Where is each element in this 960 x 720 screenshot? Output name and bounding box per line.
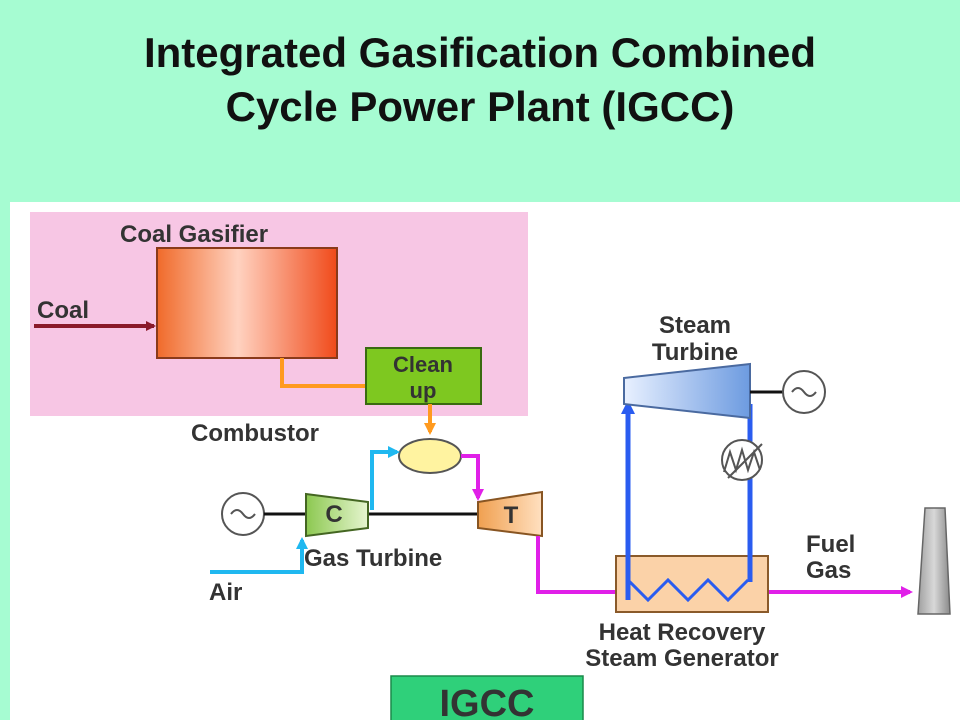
title-line-1: Integrated Gasification Combined [143,29,817,76]
air-label: Air [209,579,242,606]
steam-turbine [623,362,751,420]
hrsg-coil [626,577,750,603]
combustor [398,438,462,474]
title-line-2: Cycle Power Plant (IGCC) [225,83,735,130]
compressed-air-line [370,446,400,510]
steam-turbine-label-line1: Steam [659,312,731,339]
igcc-badge-label: IGCC [440,683,535,720]
coal-input-label: Coal [37,297,89,324]
gas-turbine-label: Gas Turbine [304,545,442,572]
generator-icon [230,509,256,519]
air-line [210,537,308,574]
exhaust-stack [917,507,951,615]
hot-gas-line [461,454,484,501]
slide-title: Integrated Gasification Combined Cycle P… [0,26,960,134]
combustor-label: Combustor [191,420,319,447]
turbine-label: T [504,502,519,529]
compressor [305,492,369,538]
coal-gasifier-label: Coal Gasifier [120,221,268,248]
condenser [721,439,763,481]
compressor-label: C [325,501,342,528]
fuel-gas-label-line1: Fuel [806,531,855,558]
cleanup-box [365,347,482,405]
fuel-gas-label-line2: Gas [806,557,851,584]
hrsg-label-line2: Steam Generator [585,645,778,672]
cleanup-label-line1: Clean [393,352,453,377]
gas-turbine [477,490,543,538]
hrsg-label-line1: Heat Recovery [599,619,766,646]
igcc-badge [390,675,584,720]
coal-gasifier-vessel [156,247,338,359]
cleanup-label-line2: up [410,378,437,403]
steam-turbine-label-line2: Turbine [652,339,738,366]
condenser-arrow-icon [727,443,763,479]
generator-icon [791,387,817,397]
syngas-line [280,358,366,388]
exhaust-line [536,536,913,598]
